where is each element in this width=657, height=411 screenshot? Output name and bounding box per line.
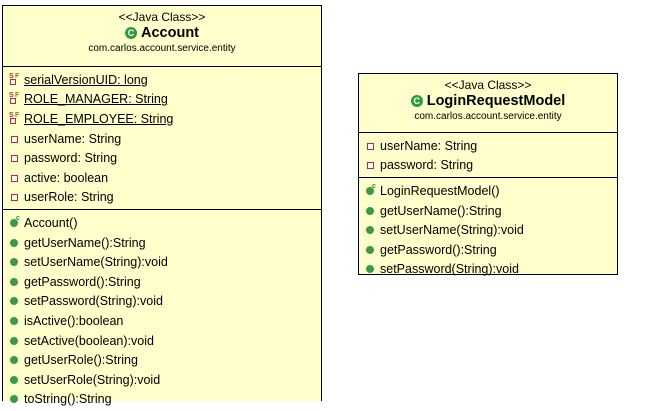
private-field-icon [9, 191, 21, 203]
method-row: setPassword(String):void [3, 292, 321, 312]
public-method-icon [9, 276, 21, 288]
method-row: getUserName():String [359, 201, 617, 221]
login-request-model-class-box[interactable]: <<Java Class>> C LoginRequestModel com.c… [358, 73, 618, 276]
public-method-icon [9, 315, 21, 327]
field-row: password: String [359, 156, 617, 176]
class-icon: C [125, 27, 137, 39]
method-row: isActive():boolean [3, 311, 321, 331]
private-field-icon [9, 152, 21, 164]
public-method-icon [9, 295, 21, 307]
package-name: com.carlos.account.service.entity [414, 111, 562, 122]
class-icon: C [410, 95, 423, 107]
method-row: setUserName(String):void [3, 252, 321, 272]
constructor-row: c LoginRequestModel() [359, 181, 617, 201]
stereotype-label: <<Java Class>> [118, 10, 206, 24]
method-row: setUserRole(String):void [3, 370, 321, 390]
operations-section: c Account() getUserName():String setUser… [3, 210, 321, 411]
public-method-icon [9, 237, 21, 249]
stereotype-label: <<Java Class>> [444, 78, 532, 92]
public-method-icon [365, 224, 377, 236]
field-row: active: boolean [3, 168, 321, 188]
attributes-section: userName: String password: String [359, 133, 617, 179]
field-row: userName: String [3, 129, 321, 149]
private-field-icon [9, 133, 21, 145]
field-row: userRole: String [3, 188, 321, 208]
field-row: password: String [3, 148, 321, 168]
class-header: <<Java Class>> C LoginRequestModel com.c… [359, 74, 617, 133]
method-row: getPassword():String [359, 240, 617, 260]
public-method-icon [9, 354, 21, 366]
public-method-icon [365, 263, 377, 275]
method-row: getUserName():String [3, 233, 321, 253]
private-field-icon [9, 172, 21, 184]
public-method-icon [9, 256, 21, 268]
public-method-icon [9, 335, 21, 347]
class-name: Account [141, 25, 199, 41]
class-header: <<Java Class>> C Account com.carlos.acco… [3, 6, 321, 67]
method-row: setPassword(String):void [359, 260, 617, 280]
field-row: userName: String [359, 136, 617, 156]
method-row: setActive(boolean):void [3, 331, 321, 351]
method-row: setUserName(String):void [359, 220, 617, 240]
private-field-icon [365, 140, 377, 152]
account-class-box[interactable]: <<Java Class>> C Account com.carlos.acco… [2, 5, 322, 406]
constructor-icon: c [365, 183, 377, 197]
private-field-icon [365, 159, 377, 171]
class-name: LoginRequestModel [426, 93, 566, 109]
method-row: getUserRole():String [3, 350, 321, 370]
public-method-icon [365, 244, 377, 256]
operations-section: c LoginRequestModel() getUserName():Stri… [359, 178, 617, 281]
constructor-icon: c [9, 215, 21, 229]
method-row: toString():String [3, 390, 321, 410]
method-row: getPassword():String [3, 272, 321, 292]
constructor-row: c Account() [3, 213, 321, 233]
package-name: com.carlos.account.service.entity [88, 43, 236, 54]
public-method-icon [9, 393, 21, 405]
public-method-icon [365, 205, 377, 217]
public-method-icon [9, 374, 21, 386]
